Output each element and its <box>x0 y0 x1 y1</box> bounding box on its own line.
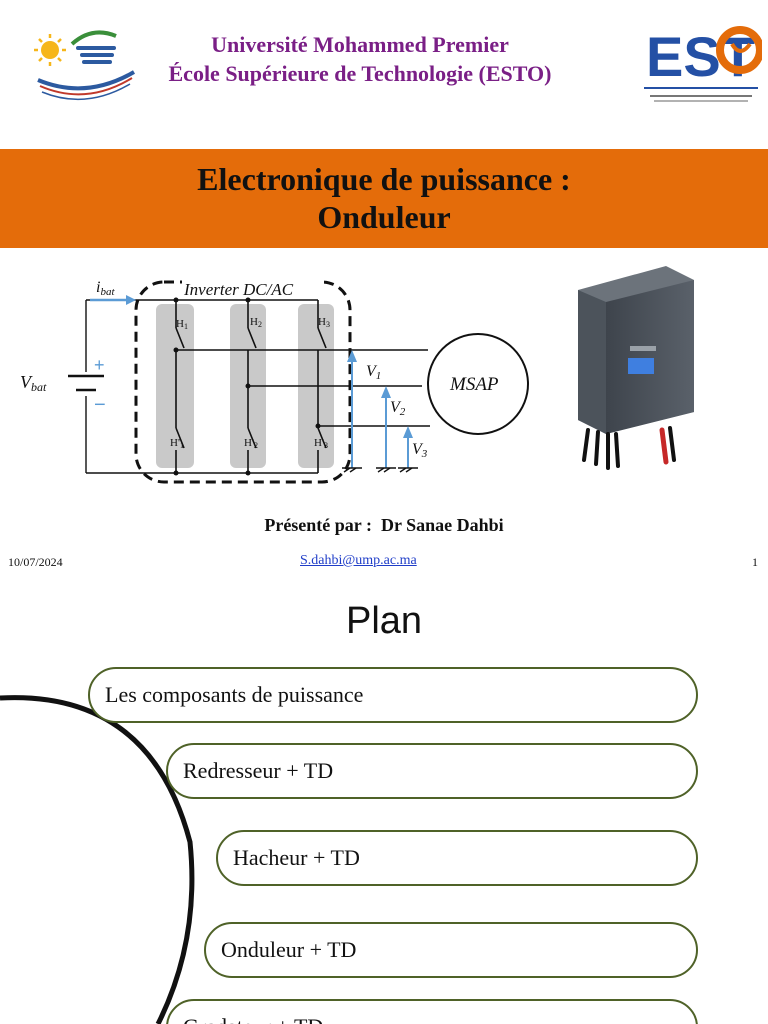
switch-leg-1 <box>156 304 194 468</box>
university-name: Université Mohammed Premier <box>211 32 509 57</box>
battery-voltage-label: Vbat <box>20 372 47 394</box>
plan-item-redresseur[interactable]: Redresseur + TD <box>166 743 698 799</box>
motor-label: MSAP <box>449 374 499 395</box>
battery-minus: − <box>94 394 106 416</box>
plan-item-gradateur[interactable]: Gradateur + TD <box>166 999 698 1024</box>
svg-text:V3: V3 <box>412 441 428 460</box>
switch-labels: H1 H2 H3 H'1 H'2 H'3 <box>170 316 330 450</box>
slide-title-line1: Electronique de puissance : <box>197 161 571 197</box>
slide-title-line2: Onduleur <box>317 199 451 235</box>
slide-number: 1 <box>752 555 758 569</box>
inverter-circuit-diagram: Inverter DC/AC + − Vbat ibat <box>20 279 529 484</box>
svg-text:H1: H1 <box>176 318 188 331</box>
presenter-line: Présenté par : Dr Sanae Dahbi <box>0 515 768 536</box>
plan-item-hacheur[interactable]: Hacheur + TD <box>216 830 698 886</box>
inverter-block-label: Inverter DC/AC <box>183 280 294 299</box>
presenter-label: Présenté par : <box>264 515 372 535</box>
svg-text:H'2: H'2 <box>244 437 258 450</box>
plan-slide: Plan Les composants de puissance Redress… <box>0 580 768 1024</box>
plan-item-composants[interactable]: Les composants de puissance <box>88 667 698 723</box>
slide-date: 10/07/2024 <box>8 555 63 569</box>
svg-text:V2: V2 <box>390 399 406 418</box>
motor-symbol <box>427 333 529 435</box>
presenter-name: Dr Sanae Dahbi <box>380 515 504 535</box>
svg-text:EST: EST <box>646 25 755 88</box>
plan-item-onduleur[interactable]: Onduleur + TD <box>204 922 698 978</box>
university-header: Université Mohammed Premier École Supéri… <box>150 30 570 88</box>
decorative-arc <box>0 695 195 1024</box>
svg-text:H'1: H'1 <box>170 437 184 450</box>
battery-current-label: ibat <box>96 279 115 298</box>
title-slide: Université Mohammed Premier École Supéri… <box>0 25 768 569</box>
svg-text:H3: H3 <box>318 316 330 329</box>
battery-plus: + <box>94 355 105 375</box>
title-banner: Electronique de puissance : Onduleur <box>0 149 768 248</box>
esto-logo: EST <box>644 25 762 102</box>
plan-title: Plan <box>345 600 423 642</box>
svg-text:V1: V1 <box>366 363 381 382</box>
device-screen <box>628 358 654 374</box>
university-logo <box>34 30 136 101</box>
svg-text:H2: H2 <box>250 316 262 329</box>
inverter-device-image <box>578 266 694 470</box>
inverter-block-outline <box>134 280 352 484</box>
author-email-link[interactable]: S.dahbi@ump.ac.ma <box>300 553 417 568</box>
phase-voltage-labels: V1 V2 V3 <box>366 363 428 460</box>
svg-text:H'3: H'3 <box>314 437 328 450</box>
school-name: École Supérieure de Technologie (ESTO) <box>168 61 552 86</box>
